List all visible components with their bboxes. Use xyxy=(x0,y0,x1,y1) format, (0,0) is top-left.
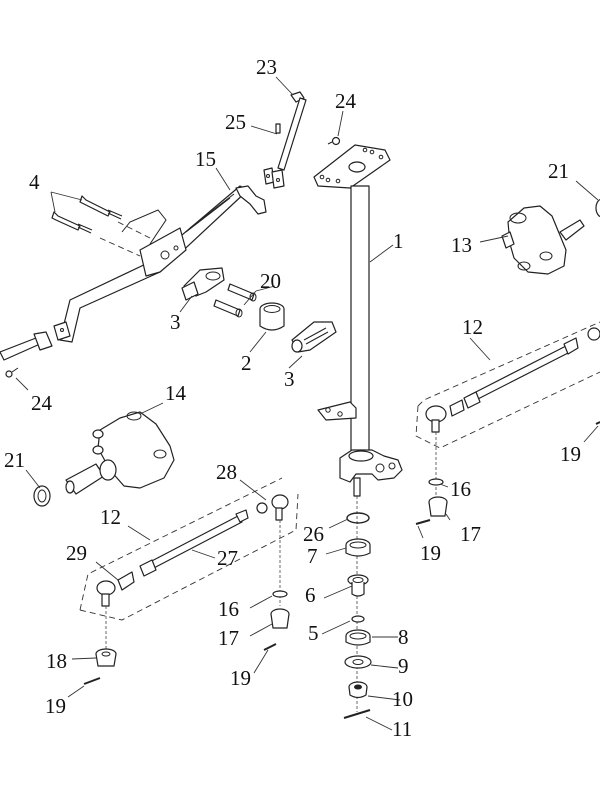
part-19-cotter-pins xyxy=(83,421,600,719)
callout-21: 21 xyxy=(4,448,25,472)
part-2-bushing xyxy=(259,302,285,331)
callout-15: 15 xyxy=(195,147,216,171)
callout-16: 16 xyxy=(218,597,239,621)
callout-24: 24 xyxy=(31,391,52,415)
callout-12: 12 xyxy=(462,315,483,339)
callout-19: 19 xyxy=(230,666,251,690)
part-3-clamp-lower xyxy=(291,321,337,353)
part-9-flat-washer xyxy=(344,655,372,669)
part-26-oring xyxy=(346,512,370,524)
callout-19: 19 xyxy=(45,694,66,718)
part-1-steering-column xyxy=(313,144,403,497)
callout-20: 20 xyxy=(260,269,281,293)
callout-11: 11 xyxy=(392,717,413,741)
callout-16: 16 xyxy=(450,477,471,501)
callout-8: 8 xyxy=(398,625,409,649)
part-18-castle-nut xyxy=(95,648,117,667)
callout-23: 23 xyxy=(256,55,277,79)
part-24-bolt-left xyxy=(5,367,19,378)
part-24-bolt xyxy=(327,136,341,146)
callout-14: 14 xyxy=(165,381,186,405)
part-5-washer xyxy=(351,615,365,623)
callout-24: 24 xyxy=(335,89,356,113)
part-4-bolts xyxy=(51,195,151,257)
callout-26: 26 xyxy=(303,522,324,546)
callout-17: 17 xyxy=(460,522,481,546)
part-3-clamp-upper xyxy=(181,267,225,301)
callout-17: 17 xyxy=(218,626,239,650)
part-7-bearing xyxy=(345,538,371,557)
leader-lines xyxy=(15,76,599,731)
part-21-washer-left xyxy=(33,485,51,507)
callout-29: 29 xyxy=(66,541,87,565)
callout-9: 9 xyxy=(398,654,409,678)
callout-18: 18 xyxy=(46,649,67,673)
callout-3: 3 xyxy=(170,310,181,334)
callout-28: 28 xyxy=(216,460,237,484)
part-17-castle-nut-right xyxy=(428,496,448,517)
callout-3: 3 xyxy=(284,367,295,391)
callout-10: 10 xyxy=(392,687,413,711)
part-16-washer-left xyxy=(272,590,288,598)
part-20-pins xyxy=(213,283,257,318)
part-17-castle-nut-left xyxy=(270,608,290,629)
part-25-pin xyxy=(275,123,281,134)
part-23-bracket-rod xyxy=(263,91,307,189)
callout-25: 25 xyxy=(225,110,246,134)
callout-27: 27 xyxy=(217,546,238,570)
part-8-bearing-race xyxy=(345,629,371,646)
part-15-pedal-linkage xyxy=(0,185,267,361)
part-14-spindle-left xyxy=(65,411,175,495)
callout-5: 5 xyxy=(308,621,319,645)
tie-rod-right-group xyxy=(415,321,600,449)
callout-19: 19 xyxy=(420,541,441,565)
part-13-spindle-right xyxy=(501,205,585,275)
callout-2: 2 xyxy=(241,351,252,375)
callout-19: 19 xyxy=(560,442,581,466)
part-6-sleeve xyxy=(347,574,369,597)
callout-12: 12 xyxy=(100,505,121,529)
callout-4: 4 xyxy=(29,170,40,194)
part-16-washer-right xyxy=(428,478,444,486)
callout-21: 21 xyxy=(548,159,569,183)
callout-13: 13 xyxy=(451,233,472,257)
part-10-nut xyxy=(348,681,368,699)
part-21-washer-right xyxy=(595,198,600,218)
callout-7: 7 xyxy=(307,544,318,568)
callout-6: 6 xyxy=(305,583,316,607)
callout-1: 1 xyxy=(393,229,404,253)
tie-rod-left-group xyxy=(79,477,299,621)
